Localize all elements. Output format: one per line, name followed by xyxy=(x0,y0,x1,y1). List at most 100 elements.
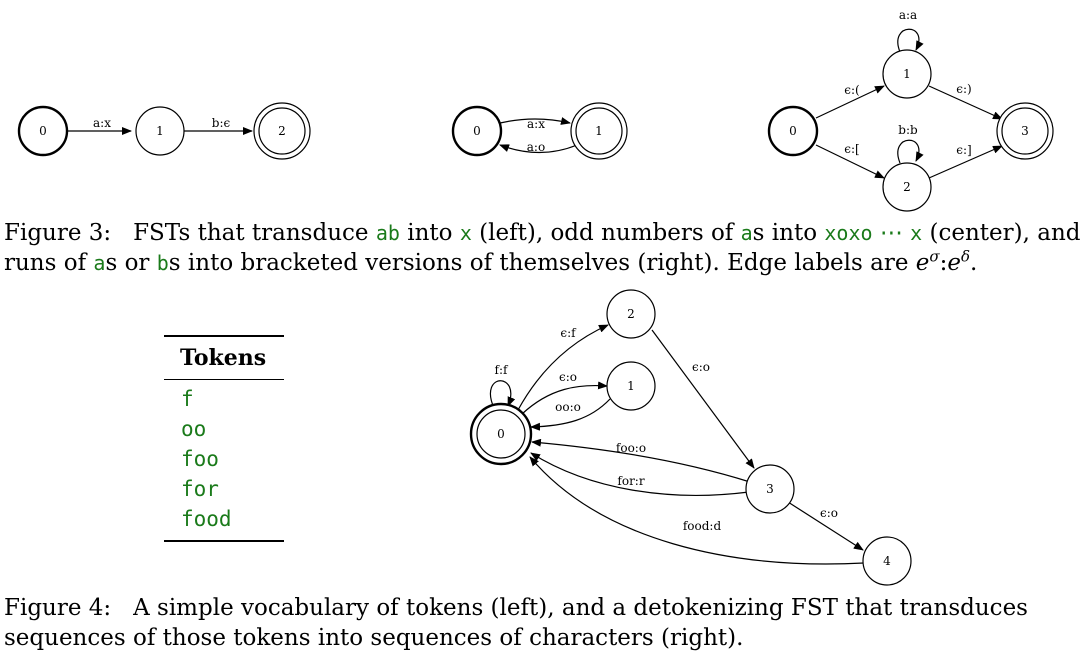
edge-label: a:o xyxy=(527,140,545,154)
fig3-center-fst: a:x a:o 0 1 xyxy=(451,102,628,160)
state-label: 3 xyxy=(1021,124,1029,138)
fst-edge xyxy=(530,398,611,431)
state-label: 0 xyxy=(473,124,481,138)
code-xoxo: xoxo xyxy=(824,221,873,245)
edge-label: b:b xyxy=(898,123,918,137)
fst-edge xyxy=(529,456,865,565)
edge-label: food:d xyxy=(683,519,722,533)
fst-state xyxy=(745,464,795,514)
fst-edge xyxy=(651,329,755,469)
caption-text: runs of xyxy=(4,250,87,276)
token-row: oo xyxy=(181,417,207,441)
token-row: food xyxy=(181,507,232,531)
edge-label: a:x xyxy=(527,117,545,131)
state-label: 0 xyxy=(789,124,797,138)
fst-edge xyxy=(928,145,1003,179)
table-rule-bottom xyxy=(164,540,284,542)
edge-label: ϵ:] xyxy=(956,143,971,157)
edge-label: ϵ:o xyxy=(692,360,710,374)
fst-edge xyxy=(787,501,864,551)
fig4-detokenizing-fst: f:f ϵ:f ϵ:o oo:o ϵ:o foo:o for:r ϵ:o foo… xyxy=(469,289,912,586)
edge-label: a:a xyxy=(899,8,917,22)
fst-self-loop xyxy=(489,380,516,409)
edge-label: ϵ:( xyxy=(844,83,859,97)
caption-text: . xyxy=(970,250,978,276)
edge-label: for:r xyxy=(617,474,644,488)
fst-state xyxy=(882,162,932,212)
state-label: 1 xyxy=(627,379,635,393)
fst-state xyxy=(862,536,912,586)
state-label: 0 xyxy=(497,427,505,441)
fst-edge xyxy=(815,85,885,119)
fst-state-final-inner xyxy=(258,107,306,155)
figure-4-caption: Figure 4: A simple vocabulary of tokens … xyxy=(4,593,1028,653)
code-b: b xyxy=(156,251,169,275)
math-e: e xyxy=(947,250,962,276)
code-x: x xyxy=(459,221,472,245)
caption-text: FSTs that transduce xyxy=(133,220,369,246)
fst-edge xyxy=(815,144,885,179)
fst-state xyxy=(606,361,656,411)
table-rule-top xyxy=(164,335,284,337)
fig3-diagrams: a:x b:ϵ 0 1 2 a:x a:o 0 1 a:a ϵ:( ϵ:) b:… xyxy=(17,8,1054,212)
fst-edge xyxy=(531,438,751,483)
math-sigma: σ xyxy=(929,247,940,266)
fst-edge xyxy=(517,324,609,411)
state-label: 1 xyxy=(903,67,911,81)
fst-edge xyxy=(499,117,571,125)
state-label: 1 xyxy=(156,124,164,138)
fst-state xyxy=(135,106,185,156)
state-label: 3 xyxy=(766,482,774,496)
edge-label: oo:o xyxy=(555,400,581,414)
fst-edge xyxy=(530,452,750,496)
caption-text: sequences of those tokens into sequences… xyxy=(4,625,744,651)
caption-label: Figure 3: xyxy=(4,220,112,246)
token-row: for xyxy=(181,477,219,501)
caption-text: (left), odd numbers of xyxy=(479,220,734,246)
fst-self-loop xyxy=(897,28,924,53)
fst-state-start xyxy=(767,105,819,157)
edge-label: b:ϵ xyxy=(212,116,231,130)
fig3-right-fst: a:a ϵ:( ϵ:) b:b ϵ:[ ϵ:] 0 1 2 3 xyxy=(767,8,1054,212)
math-e: e xyxy=(915,250,930,276)
caption-text: (center), and xyxy=(929,220,1081,246)
fst-edge xyxy=(499,144,578,154)
table-header: Tokens xyxy=(180,345,267,371)
code-a: a xyxy=(93,251,106,275)
fst-state xyxy=(882,49,932,99)
edge-label: f:f xyxy=(495,363,509,377)
edge-label: ϵ:o xyxy=(820,506,838,520)
figure-3-caption: Figure 3: FSTs that transduce ab into x … xyxy=(4,218,1081,278)
fig3-left-fst: a:x b:ϵ 0 1 2 xyxy=(17,102,311,160)
fst-state-final-inner xyxy=(476,409,526,459)
table-body: f oo foo for food xyxy=(164,380,284,540)
math-colon: : xyxy=(939,250,948,276)
edge-label: ϵ:[ xyxy=(844,142,859,156)
fst-edge xyxy=(928,85,1003,120)
edge-label: ϵ:) xyxy=(956,82,971,96)
state-label: 1 xyxy=(595,124,603,138)
table-rule-mid xyxy=(164,379,284,380)
fst-self-loop xyxy=(897,139,924,164)
fst-state-start xyxy=(451,105,503,157)
fst-state-final-inner xyxy=(1001,107,1049,155)
caption-text: A simple vocabulary of tokens (left), an… xyxy=(133,595,1028,621)
tokens-table: Tokens f oo foo for food xyxy=(164,335,284,542)
state-label: 2 xyxy=(278,124,286,138)
fst-state-final-inner xyxy=(575,107,623,155)
state-label: 4 xyxy=(883,554,891,568)
state-label: 2 xyxy=(903,180,911,194)
caption-text: into xyxy=(407,220,453,246)
caption-text: s into bracketed versions of themselves … xyxy=(168,250,909,276)
edge-label: ϵ:o xyxy=(559,370,577,384)
fst-state xyxy=(606,289,656,339)
code-x: x xyxy=(910,221,923,245)
caption-label: Figure 4: xyxy=(4,595,112,621)
fst-state-start xyxy=(17,105,69,157)
code-a: a xyxy=(740,221,753,245)
caption-text: s into xyxy=(752,220,818,246)
edge-label: a:x xyxy=(93,116,111,130)
token-row: f xyxy=(181,387,194,411)
caption-ellipsis: ⋯ xyxy=(879,220,903,246)
fst-edge xyxy=(521,381,608,415)
